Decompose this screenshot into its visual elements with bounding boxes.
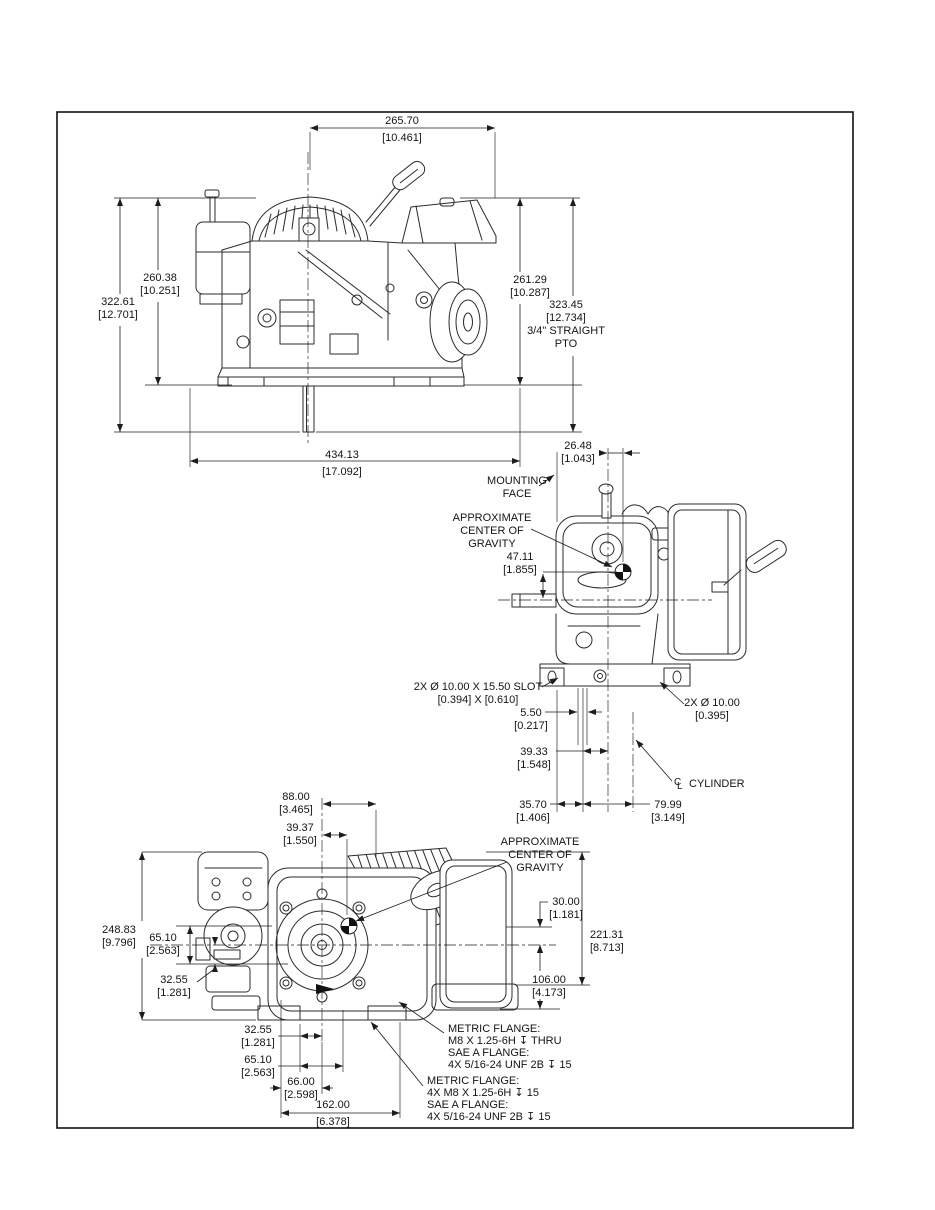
flange-note-a-4: 4X 5/16-24 UNF 2B ↧ 15 [448, 1059, 572, 1071]
cg-label-bottom-3: GRAVITY [516, 862, 564, 874]
mounting-face-label-1: MOUNTING [487, 475, 547, 487]
dim-39-37-mm: 39.37 [286, 822, 314, 834]
dim-5-mm: 5.50 [520, 707, 541, 719]
center-of-gravity-symbol-bottom [340, 917, 358, 935]
dim-322-mm: 322.61 [101, 296, 135, 308]
dim-265-mm: 265.70 [385, 115, 419, 127]
hole-note-1: 2X Ø 10.00 [684, 697, 740, 709]
dim-79-in: [3.149] [651, 812, 685, 824]
dim-260-in: [10.251] [140, 285, 180, 297]
cg-label-side-1: APPROXIMATE [453, 512, 532, 524]
annotations: 265.70 [10.461] 322.61 [12.701] 260.38 [… [98, 115, 745, 1128]
dim-88-mm: 88.00 [282, 791, 310, 803]
dim-261-in: [10.287] [510, 287, 550, 299]
dim-39-33-in: [1.548] [517, 759, 551, 771]
dim-265-in: [10.461] [382, 132, 422, 144]
dim-248-mm: 248.83 [102, 924, 136, 936]
dim-322-in: [12.701] [98, 309, 138, 321]
slot-note-1: 2X Ø 10.00 X 15.50 SLOT [414, 681, 543, 693]
dim-106-mm: 106.00 [532, 974, 566, 986]
dim-65-bottom-mm: 65.10 [244, 1054, 272, 1066]
dim-221-in: [8.713] [590, 942, 624, 954]
dim-65-left-mm: 65.10 [149, 932, 177, 944]
pto-note-line1: 3/4" STRAIGHT [527, 325, 605, 337]
dim-32-left-in: [1.281] [157, 987, 191, 999]
dim-261-mm: 261.29 [513, 274, 547, 286]
dim-32-bottom-mm: 32.55 [244, 1024, 272, 1036]
cg-label-side-2: CENTER OF [460, 525, 524, 537]
centerline-symbol-c: C [674, 777, 681, 788]
dim-35-in: [1.406] [516, 812, 550, 824]
pto-note-line2: PTO [555, 338, 578, 350]
dim-79-mm: 79.99 [654, 799, 682, 811]
dim-66-mm: 66.00 [287, 1076, 315, 1088]
cylinder-centerline-label: CYLINDER [689, 778, 745, 790]
dim-32-left-mm: 32.55 [160, 974, 188, 986]
dim-26-in: [1.043] [561, 453, 595, 465]
dim-323-in: [12.734] [546, 312, 586, 324]
dim-88-in: [3.465] [279, 804, 313, 816]
hole-note-2: [0.395] [695, 710, 729, 722]
dim-65-left-in: [2.563] [146, 945, 180, 957]
side-view-drawing [511, 483, 787, 687]
cg-label-side-3: GRAVITY [468, 538, 516, 550]
dim-106-in: [4.173] [532, 987, 566, 999]
dim-47-in: [1.855] [503, 564, 537, 576]
dim-260-mm: 260.38 [143, 272, 177, 284]
slot-note-2: [0.394] X [0.610] [438, 694, 519, 706]
dim-221-mm: 221.31 [590, 929, 624, 941]
dim-35-mm: 35.70 [519, 799, 547, 811]
flange-note-a-1: METRIC FLANGE: [448, 1023, 540, 1035]
dimension-lines [116, 124, 685, 1117]
dim-434-in: [17.092] [322, 466, 362, 478]
dim-39-33-mm: 39.33 [520, 746, 548, 758]
dim-66-in: [2.598] [284, 1089, 318, 1101]
flange-note-b-1: METRIC FLANGE: [427, 1075, 519, 1087]
dim-30-in: [1.181] [549, 909, 583, 921]
cg-label-bottom-2: CENTER OF [508, 849, 572, 861]
flange-note-b-2: 4X M8 X 1.25-6H ↧ 15 [427, 1087, 539, 1099]
dim-65-bottom-in: [2.563] [241, 1067, 275, 1079]
dim-39-37-in: [1.550] [283, 835, 317, 847]
dim-323-mm: 323.45 [549, 299, 583, 311]
flange-note-a-2: M8 X 1.25-6H ↧ THRU [448, 1035, 562, 1047]
dim-5-in: [0.217] [514, 720, 548, 732]
centerline-symbol-l: L [677, 781, 683, 792]
dim-162-in: [6.378] [316, 1116, 350, 1128]
mounting-face-label-2: FACE [503, 488, 532, 500]
flange-note-b-4: 4X 5/16-24 UNF 2B ↧ 15 [427, 1111, 551, 1123]
dim-32-bottom-in: [1.281] [241, 1037, 275, 1049]
front-view-drawing [195, 160, 497, 433]
flange-note-a-3: SAE A FLANGE: [448, 1047, 529, 1059]
dim-434-mm: 434.13 [325, 449, 359, 461]
page-border [56, 111, 854, 1129]
dim-30-mm: 30.00 [552, 896, 580, 908]
dim-47-mm: 47.11 [507, 551, 534, 563]
dim-26-mm: 26.48 [564, 440, 592, 452]
dim-248-in: [9.796] [102, 937, 136, 949]
bottom-view-drawing [195, 847, 519, 1021]
flange-note-b-3: SAE A FLANGE: [427, 1099, 508, 1111]
dim-162-mm: 162.00 [316, 1099, 350, 1111]
center-of-gravity-symbol-side [614, 563, 632, 581]
cg-label-bottom-1: APPROXIMATE [501, 836, 580, 848]
